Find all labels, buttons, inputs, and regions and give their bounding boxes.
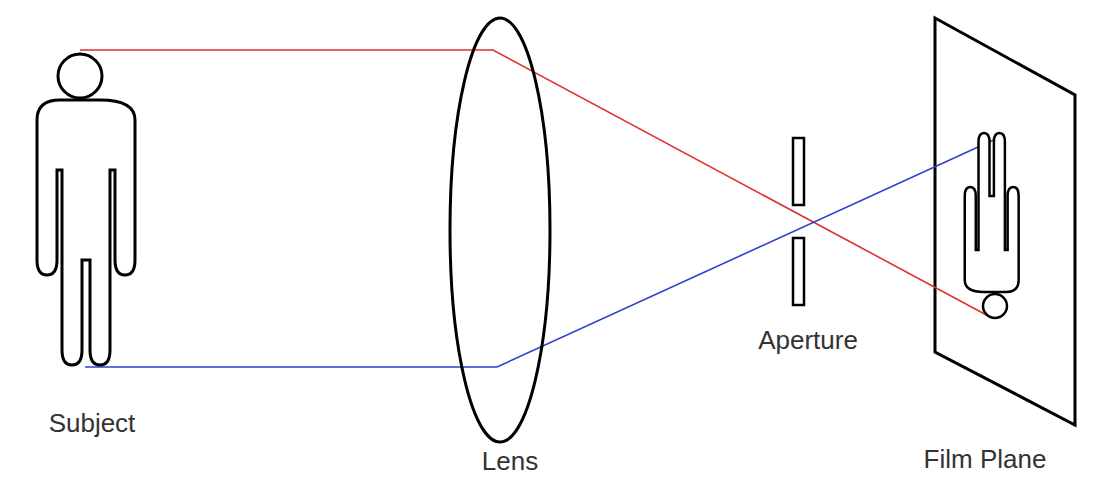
part-label: Subject bbox=[49, 409, 136, 438]
lens bbox=[450, 18, 550, 442]
subject-figure bbox=[37, 54, 135, 365]
aperture-blades bbox=[793, 138, 804, 305]
part-label: Lens bbox=[482, 447, 538, 476]
part-label: Film Plane bbox=[924, 445, 1047, 474]
film-plane bbox=[935, 18, 1075, 425]
part-label: Aperture bbox=[758, 326, 858, 355]
inverted-image bbox=[965, 133, 1019, 318]
top-ray bbox=[80, 50, 992, 318]
